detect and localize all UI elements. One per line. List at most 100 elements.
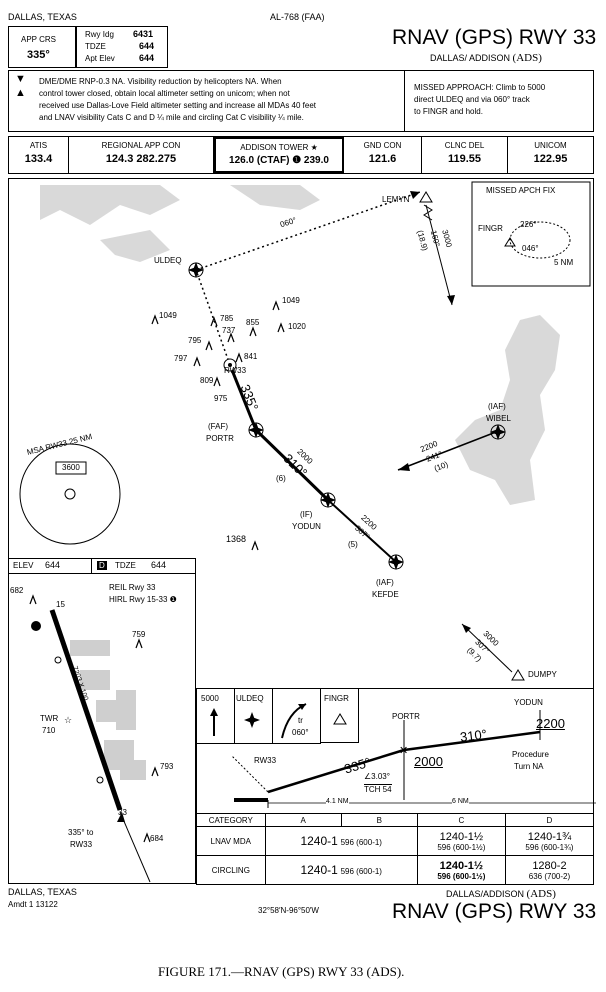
kefde-waypoint: [388, 554, 404, 570]
comm-value: 121.6: [368, 153, 397, 165]
circ-c-value: 1240-1½: [439, 859, 484, 872]
missed-line-3: to FINGR and hold.: [414, 107, 483, 116]
apt-elev-value: 644: [139, 53, 155, 63]
footer-coords: 32°58′N-96°50′W: [258, 906, 319, 915]
initial-course-kefde: [327, 499, 397, 563]
comm-value: 126.0 (CTAF) ❶ 239.0: [229, 155, 329, 166]
comm-ground: GND CON 121.6: [344, 137, 422, 173]
comm-clearance: CLNC DEL 119.55: [422, 137, 508, 173]
dumpy-feeder-arrow: [462, 624, 471, 633]
comm-value: 122.95: [533, 153, 568, 165]
building: [70, 640, 110, 656]
profile-dist-2: 6 NM: [452, 798, 469, 805]
category-header: CATEGORY: [196, 813, 266, 827]
comm-label: GND CON: [363, 141, 402, 150]
building: [120, 760, 146, 780]
obstacle-elev: 793: [160, 762, 174, 771]
missed-line-2: direct ULDEQ and via 060° track: [414, 95, 530, 104]
approach-note-2: RW33: [70, 840, 93, 849]
seg-dist-2: (5): [348, 540, 358, 549]
profile-alt-2000: 2000: [414, 754, 443, 769]
wibel-label: WIBEL: [486, 414, 511, 423]
comm-unicom: UNICOM 122.95: [508, 137, 593, 173]
profile-yodun: YODUN: [514, 698, 543, 707]
lnav-d-cell: 1240-1¾ 596 (600-1¾): [504, 826, 595, 856]
comm-value: 124.3 282.275: [105, 153, 177, 165]
notes-box: ▼ ▲ DME/DME RNP-0.3 NA. Visibility reduc…: [8, 70, 594, 132]
lnav-d-hat: 596 (600-1¾): [525, 842, 574, 852]
tower-label: TWR: [40, 714, 59, 723]
circ-ab-value: 1240-1: [300, 863, 338, 877]
missed-climb-arc: [231, 755, 269, 793]
hold-fix-icon: [333, 713, 347, 725]
rwy-ldg-value: 6431: [133, 29, 154, 39]
obstacle-elev: 975: [214, 394, 228, 403]
notes-divider: [404, 71, 405, 131]
wibel-feeder: [397, 431, 497, 471]
obstacle-elev: 841: [244, 352, 258, 361]
tower-icon: ☆: [64, 716, 72, 726]
circ-ab-hat: 596 (600-1): [340, 867, 382, 876]
missed-fix-title: MISSED APCH FIX: [486, 186, 556, 195]
obstacle-icon: [235, 352, 243, 363]
comms-strip: ATIS 133.4 REGIONAL APP CON 124.3 282.27…: [8, 136, 594, 174]
lemyn-zigzag: [423, 204, 433, 221]
app-crs-label: APP CRS: [21, 35, 56, 44]
restriction-icon: ▼: [15, 73, 26, 85]
lemyn-feeder: [425, 204, 453, 306]
note-line-2: control tower closed, obtain local altim…: [39, 89, 290, 98]
hold-inbound: 226°: [520, 220, 537, 229]
obstacle-elev: 785: [220, 314, 234, 323]
obstacle-elev: 797: [174, 354, 188, 363]
header-city: DALLAS, TEXAS: [8, 12, 77, 22]
cat-b: B: [340, 813, 418, 827]
lnav-ab-cell: 1240-1 596 (600-1): [264, 826, 418, 856]
lake-north: [230, 185, 320, 210]
profile-dist-1: 4.1 NM: [326, 798, 349, 805]
building: [80, 670, 110, 690]
circ-c-cell: 1240-1½ 596 (600-1½): [416, 855, 506, 885]
vgsi-icon: [54, 656, 62, 664]
obstacle-icon: [205, 340, 213, 351]
obstacle-elev: 682: [10, 586, 24, 595]
procedure-turn: Procedure: [512, 750, 549, 759]
airport-name: DALLAS/ ADDISON (ADS): [430, 52, 542, 64]
cat-c: C: [416, 813, 506, 827]
profile-alt-5000: 5000: [201, 694, 219, 703]
hold-leg: 5 NM: [554, 258, 574, 267]
footer-airport-text: DALLAS/ADDISON: [446, 889, 525, 899]
circ-ab-cell: 1240-1 596 (600-1): [264, 855, 418, 885]
circ-c-hat: 596 (600-1½): [437, 871, 486, 881]
lnav-c-hat: 596 (600-1½): [437, 842, 486, 852]
climb-arrow-head: [210, 708, 218, 716]
comm-atis: ATIS 133.4: [9, 137, 69, 173]
obstacle-elev: 1020: [288, 322, 306, 331]
hold-outbound: 046°: [522, 244, 539, 253]
obstacle-icon: [213, 376, 221, 387]
kefde-label: KEFDE: [372, 590, 399, 599]
obstacle-icon: [143, 832, 151, 843]
elev-value: 644: [45, 560, 61, 570]
runway-15-33: [49, 609, 123, 811]
kefde-iaf-tag: (IAF): [376, 578, 394, 587]
fingr-hold-icon: [504, 237, 516, 247]
uldeq-waypoint: [188, 262, 204, 278]
rw33-label: RW33: [224, 366, 247, 375]
msa-alt: 3600: [62, 463, 80, 472]
obstacle-icon: [249, 326, 257, 337]
obstacle-elev: 1368: [226, 534, 247, 544]
profile-view: [196, 688, 594, 814]
obstacle-icon: [193, 356, 201, 367]
figure-caption: FIGURE 171.—RNAV (GPS) RWY 33 (ADS).: [158, 964, 405, 979]
missed-fix-box: [471, 181, 591, 287]
lnav-mda-label: LNAV MDA: [196, 826, 266, 856]
comm-label: UNICOM: [534, 141, 567, 150]
intermediate-course: [254, 428, 330, 502]
approach-note: 335° to: [68, 828, 94, 837]
yodun-label: YODUN: [292, 522, 321, 531]
comm-value: 119.55: [447, 153, 482, 165]
lake-lavon: [455, 315, 560, 505]
